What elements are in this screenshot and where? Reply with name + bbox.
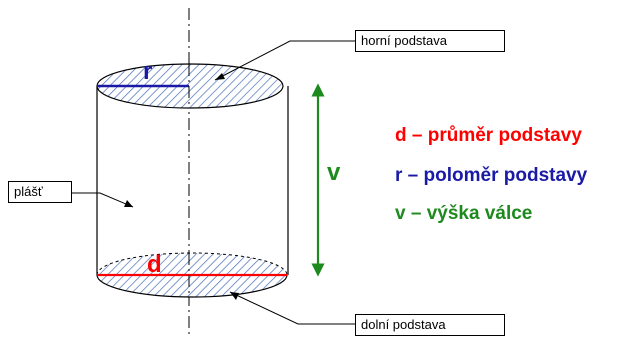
diameter-symbol: d bbox=[147, 251, 162, 278]
bottom-base-back-edge bbox=[96, 252, 288, 276]
legend-radius: r – poloměr podstavy bbox=[395, 165, 588, 186]
top-base-label: horní podstava bbox=[355, 30, 505, 52]
legend-height: v – výška válce bbox=[395, 203, 533, 224]
legend-diameter: d – průměr podstavy bbox=[395, 125, 582, 146]
radius-symbol: r bbox=[143, 58, 152, 85]
height-symbol: v bbox=[327, 159, 341, 186]
bottom-base-label: dolní podstava bbox=[355, 314, 505, 336]
lateral-surface-label: plášť bbox=[8, 181, 72, 203]
top-base-callout bbox=[214, 40, 355, 81]
lateral-callout bbox=[71, 192, 134, 208]
bottom-base-front-edge bbox=[96, 274, 288, 298]
bottom-base-callout bbox=[229, 291, 355, 325]
